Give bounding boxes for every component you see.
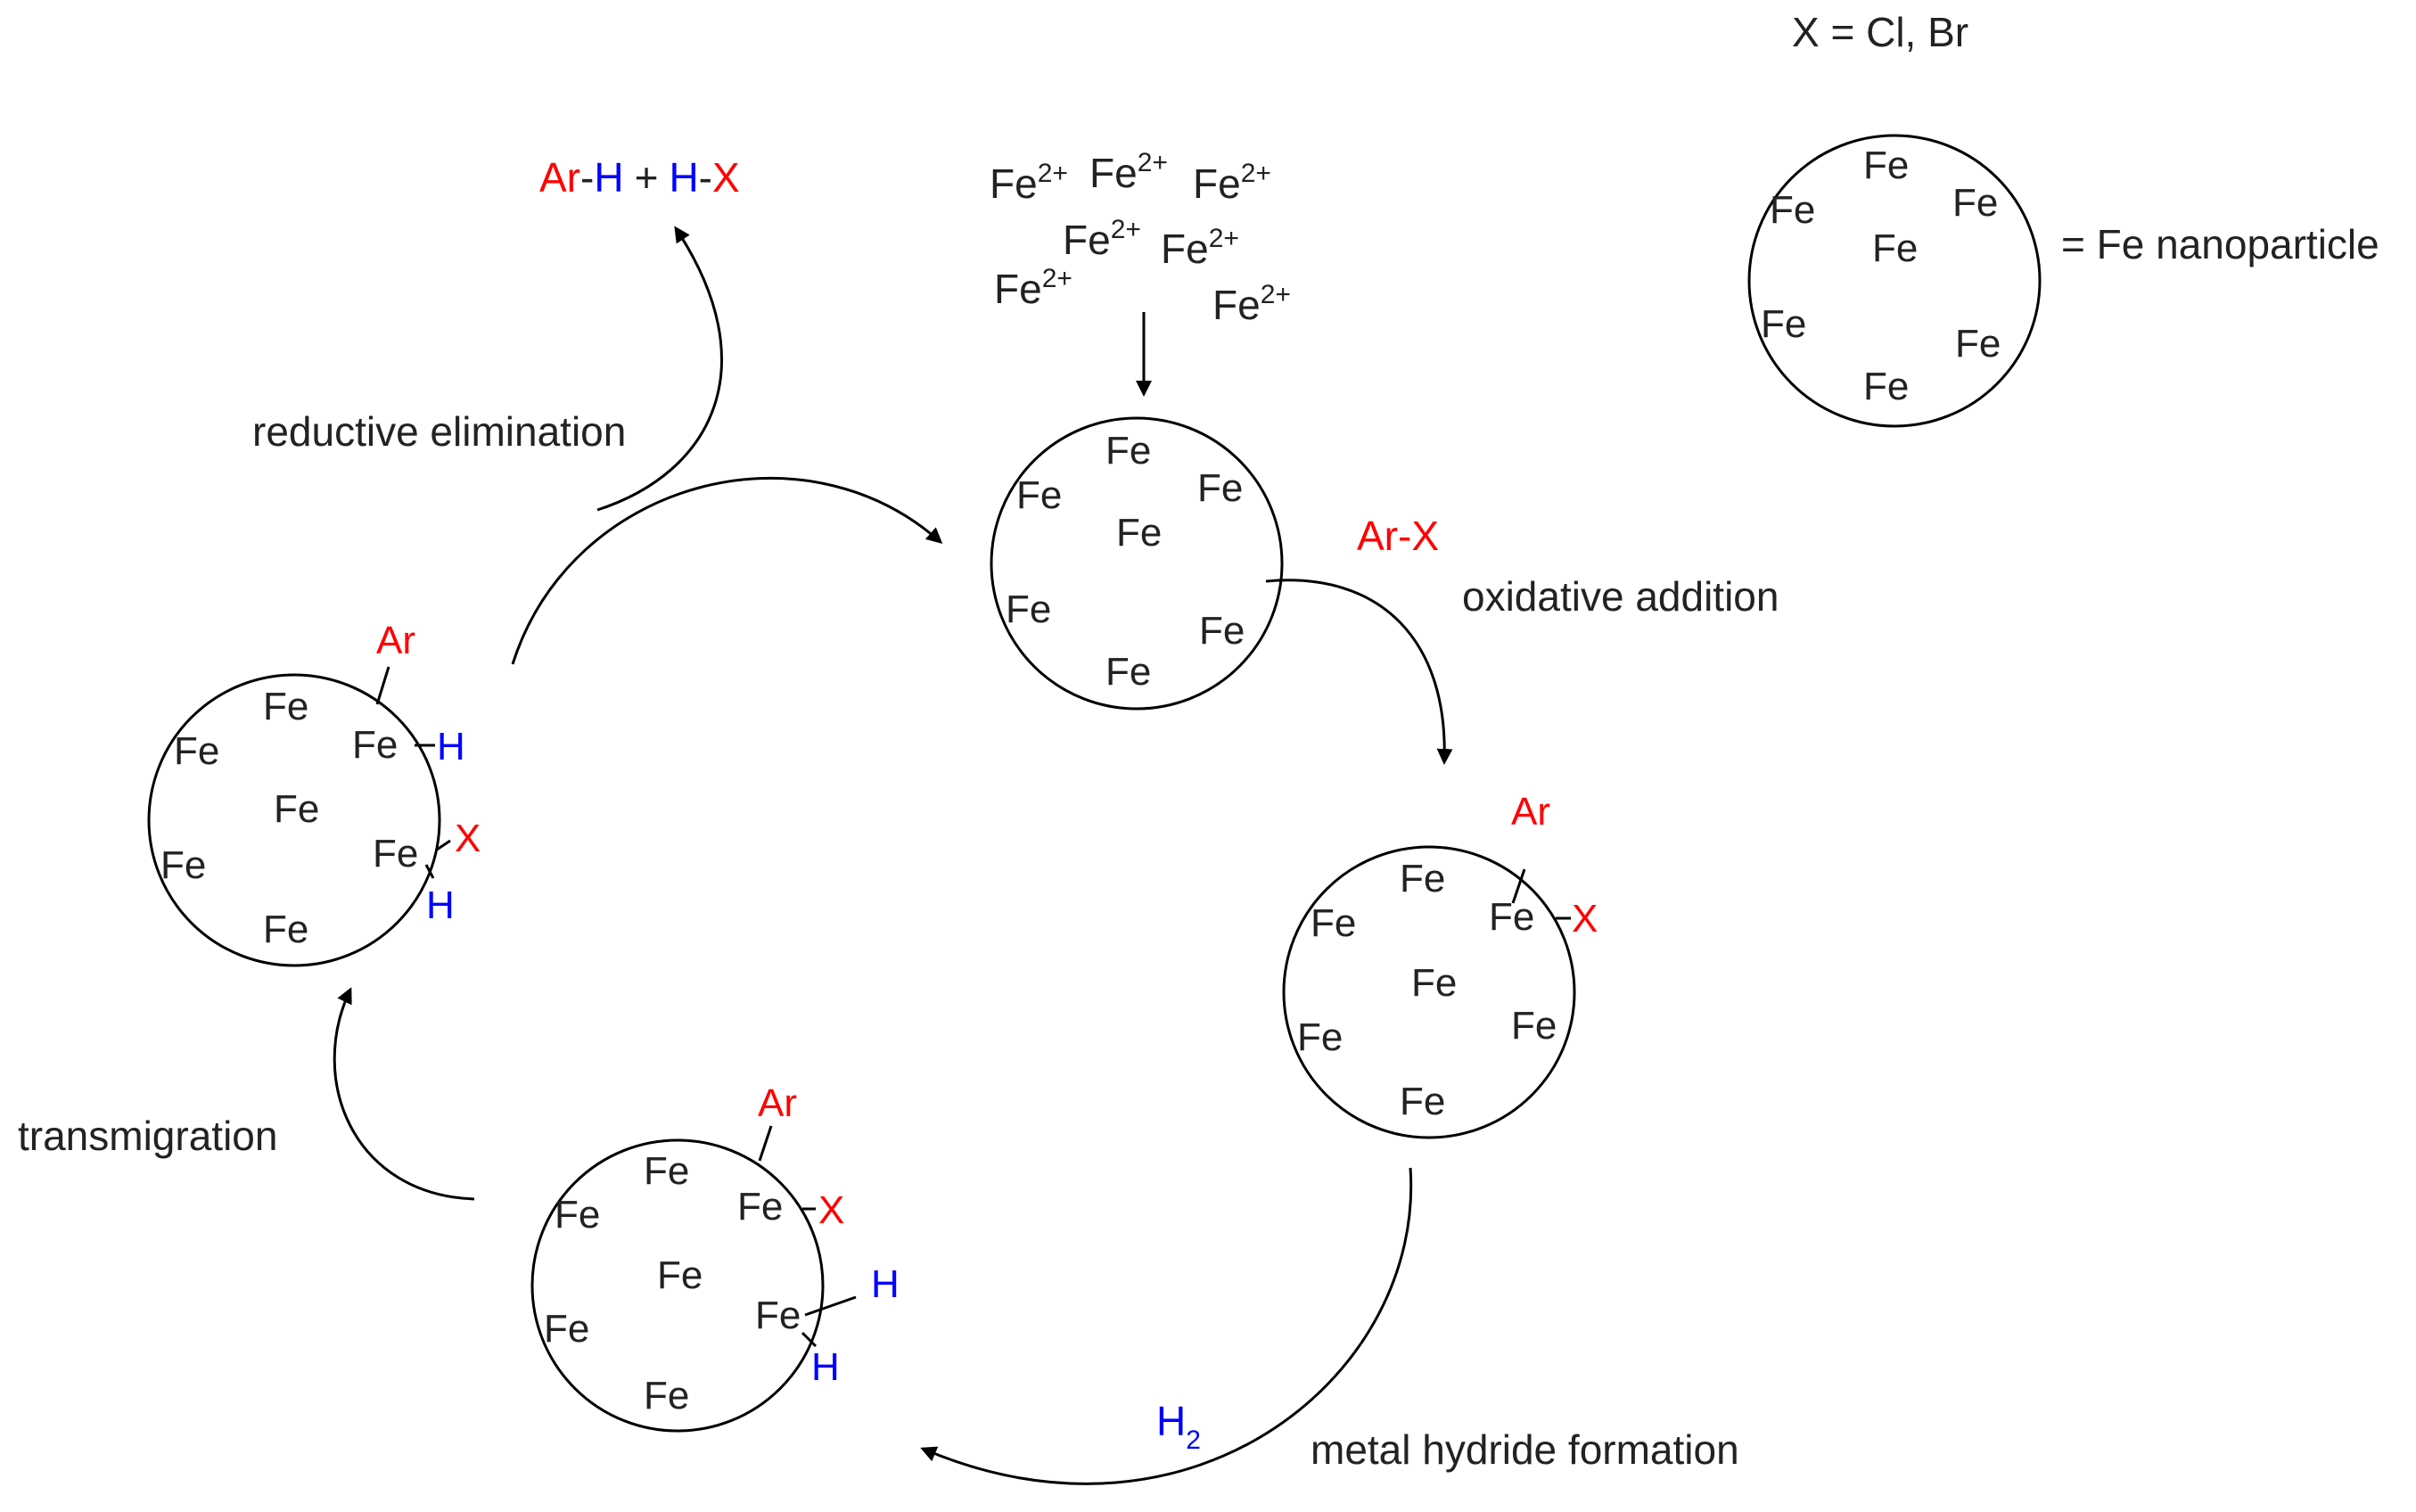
svg-text:Fe: Fe [1400,1080,1445,1123]
svg-text:Fe: Fe [1511,1004,1557,1048]
svg-text:H: H [811,1345,840,1389]
nanoparticle-fe0: Fe Fe Fe Fe Fe Fe Fe [990,416,1284,711]
svg-text:Fe2+: Fe2+ [1193,159,1271,207]
svg-text:Fe: Fe [1863,365,1909,408]
svg-text:Fe: Fe [737,1185,783,1228]
arrow-reductive-elimination [596,226,723,512]
svg-text:Fe: Fe [1006,588,1051,631]
reductive-elimination-label: reductive elimination [252,408,626,455]
svg-text:Fe: Fe [352,723,398,767]
svg-text:Fe: Fe [1199,609,1245,653]
svg-text:Fe: Fe [1955,322,2001,366]
nanoparticle-metal-hydride: Fe Fe Fe Fe Fe Fe Fe Ar X H H [530,1081,900,1433]
svg-text:Ar: Ar [758,1081,797,1125]
svg-text:Fe: Fe [1297,1015,1343,1059]
products-label: Ar-H+H-X [539,154,740,201]
svg-text:Fe: Fe [174,729,219,773]
oxidative-addition-label: oxidative addition [1462,573,1779,620]
svg-text:Fe2+: Fe2+ [1089,148,1168,196]
svg-text:Fe: Fe [373,832,418,875]
svg-text:H: H [871,1262,900,1306]
svg-text:Fe2+: Fe2+ [990,159,1068,207]
svg-text:Fe: Fe [160,843,206,887]
svg-text:Fe: Fe [1197,466,1243,510]
arrow-oxidative-addition [1265,579,1453,765]
legend-nanoparticle: Fe Fe Fe Fe Fe Fe Fe [1747,134,2042,428]
svg-text:X: X [818,1188,844,1232]
nanoparticle-aryl-halide: Fe Fe Fe Fe Fe Fe Fe Ar X [1282,790,1598,1139]
svg-text:Fe: Fe [1311,901,1356,945]
svg-text:Fe: Fe [555,1193,600,1237]
svg-text:Fe: Fe [1489,895,1534,939]
metal-hydride-formation-label: metal hydride formation [1311,1426,1739,1473]
svg-text:Ar: Ar [1511,790,1550,834]
svg-text:Fe: Fe [1016,473,1062,517]
svg-text:Fe: Fe [657,1253,703,1297]
svg-text:X: X [455,817,481,860]
h2-reagent: H2 [1156,1398,1201,1455]
svg-text:Fe: Fe [544,1307,589,1351]
svg-text:Fe: Fe [1105,650,1151,694]
svg-text:Fe2+: Fe2+ [1063,215,1141,263]
arrow-cycle-return [511,477,943,665]
svg-text:Fe: Fe [1400,857,1445,900]
svg-text:Fe2+: Fe2+ [994,264,1072,312]
arrow-transmigration [333,987,475,1201]
svg-text:Fe: Fe [1761,302,1806,346]
svg-text:Fe: Fe [1952,181,1998,225]
x-definition-label: X = Cl, Br [1792,9,1968,55]
transmigration-label: transmigration [18,1113,277,1159]
svg-text:H: H [426,883,455,927]
svg-text:Fe: Fe [1770,188,1815,232]
svg-text:X: X [1572,897,1598,941]
nanoparticle-legend-label: = Fe nanoparticle [2061,221,2379,267]
arrow-metal-hydride-formation [920,1167,1413,1485]
svg-text:Fe: Fe [644,1374,689,1418]
ar-x-reagent: Ar-X [1357,513,1439,559]
fe2-ion-cluster: Fe2+ Fe2+ Fe2+ Fe2+ Fe2+ Fe2+ Fe2+ [990,148,1291,328]
svg-text:H: H [437,725,465,768]
svg-text:Fe: Fe [755,1294,801,1337]
svg-text:Fe: Fe [644,1149,689,1193]
svg-text:Fe2+: Fe2+ [1212,280,1291,328]
svg-text:Fe: Fe [274,787,319,831]
svg-text:Fe: Fe [1105,429,1151,472]
svg-text:Fe: Fe [1411,961,1457,1005]
nanoparticle-aryl-hydride: Fe Fe Fe Fe Fe Fe Fe Ar H X H [147,619,481,967]
svg-text:Fe: Fe [263,685,308,728]
svg-text:Fe2+: Fe2+ [1161,224,1239,272]
svg-text:Ar: Ar [376,619,415,662]
svg-text:Fe: Fe [1863,144,1909,187]
svg-text:Fe: Fe [1116,511,1162,555]
svg-text:Fe: Fe [1872,226,1918,270]
svg-text:Fe: Fe [263,908,308,951]
